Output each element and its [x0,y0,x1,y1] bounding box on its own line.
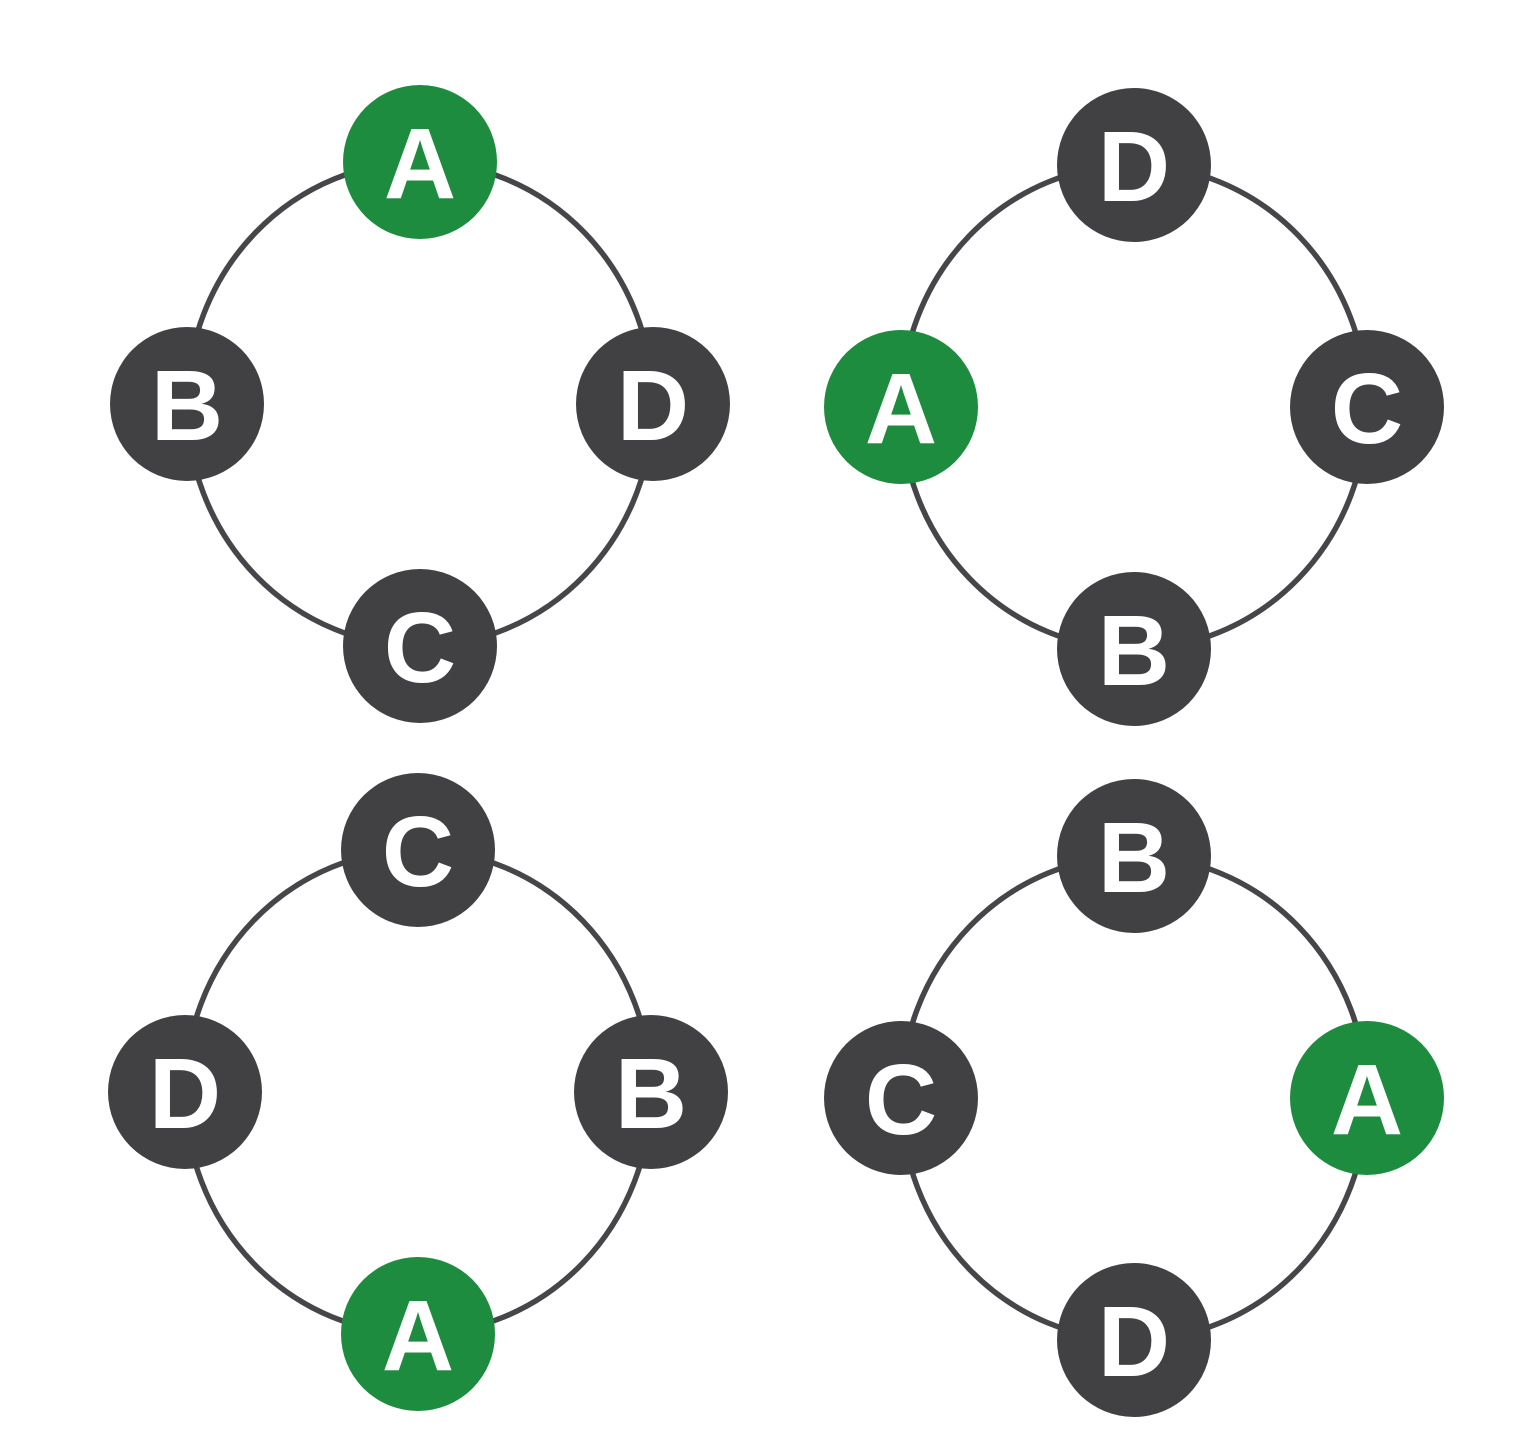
node-circle [110,327,264,481]
node-a-left: A [824,330,978,484]
node-circle [341,773,495,927]
node-circle [574,1015,728,1169]
node-b-right: B [574,1015,728,1169]
node-c-left: C [824,1021,978,1175]
node-label: A [865,353,937,465]
ring-diagram-top-right: D C B A [824,88,1444,726]
node-circle [108,1015,262,1169]
node-circle-highlighted [341,1257,495,1411]
ring-diagram-top-left: A D C B [110,85,730,723]
node-label: B [1098,595,1170,707]
node-d-top: D [1057,88,1211,242]
ring-diagram-bottom-left: C B A D [108,773,728,1411]
node-circle [1057,88,1211,242]
node-b-bottom: B [1057,572,1211,726]
node-d-left: D [108,1015,262,1169]
node-label: B [1098,802,1170,914]
node-label: D [1098,1286,1170,1398]
node-label: C [382,796,454,908]
node-circle [1057,572,1211,726]
node-a-bottom: A [341,1257,495,1411]
node-label: C [1331,353,1403,465]
node-circle-highlighted [343,85,497,239]
node-label: A [382,1280,454,1392]
node-label: C [384,592,456,704]
node-a-top: A [343,85,497,239]
node-a-right: A [1290,1021,1444,1175]
node-circle [824,1021,978,1175]
node-circle [1057,779,1211,933]
node-label: A [384,108,456,220]
node-c-top: C [341,773,495,927]
node-c-right: C [1290,330,1444,484]
node-d-right: D [576,327,730,481]
node-label: B [151,350,223,462]
node-b-left: B [110,327,264,481]
node-c-bottom: C [343,569,497,723]
node-circle [576,327,730,481]
node-label: C [865,1044,937,1156]
node-circle [1057,1263,1211,1417]
node-circle [1290,330,1444,484]
node-circle-highlighted [824,330,978,484]
node-label: A [1331,1044,1403,1156]
node-label: D [1098,111,1170,223]
node-b-top: B [1057,779,1211,933]
node-label: D [617,350,689,462]
node-label: D [149,1038,221,1150]
node-label: B [615,1038,687,1150]
node-d-bottom: D [1057,1263,1211,1417]
ring-diagram-bottom-right: B A D C [824,779,1444,1417]
node-circle-highlighted [1290,1021,1444,1175]
node-circle [343,569,497,723]
